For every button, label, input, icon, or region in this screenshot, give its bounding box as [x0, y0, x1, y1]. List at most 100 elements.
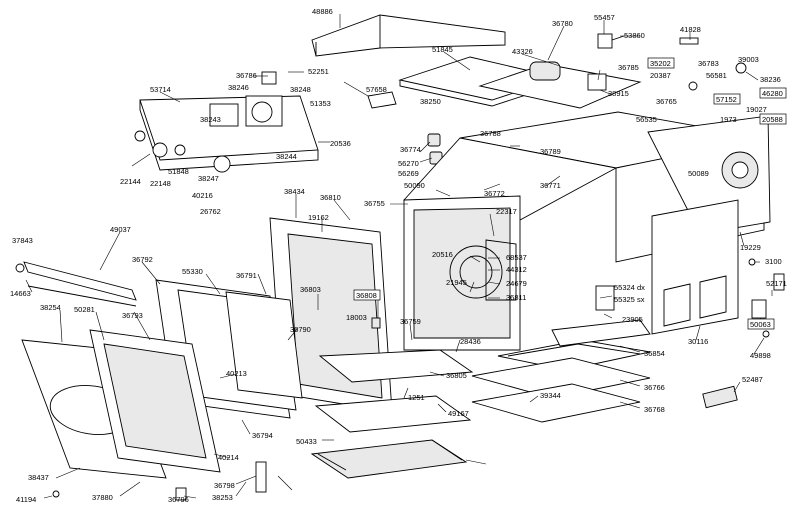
parts-drawing	[15, 14, 785, 501]
bottom-panel-2	[471, 383, 641, 423]
part-label: 38915	[608, 89, 629, 98]
part-label: 51353	[310, 99, 331, 108]
part-label: 20387	[650, 71, 671, 80]
part-label: 21945	[446, 278, 467, 287]
part-label: 43326	[512, 47, 533, 56]
part-label: 56270	[398, 159, 419, 168]
part-label: 52251	[308, 67, 329, 76]
part-label: 52487	[742, 375, 763, 384]
part-label: 56535	[636, 115, 657, 124]
part-label: 19229	[740, 243, 761, 252]
part-label: 50089	[688, 169, 709, 178]
part-label: 30116	[688, 337, 708, 346]
part-label: 36793	[122, 311, 143, 320]
part-label: 20588	[762, 115, 783, 124]
part-label: 22148	[150, 179, 171, 188]
part-label: 36791	[236, 271, 257, 280]
part-label: 40213	[226, 369, 247, 378]
part-label: 19162	[308, 213, 329, 222]
drip-tray	[310, 439, 468, 479]
part-label: 56581	[706, 71, 727, 80]
part-label: 23905	[622, 315, 643, 324]
part-label: 38236	[760, 75, 781, 84]
part-label: 36774	[400, 145, 421, 154]
part-label: 38254	[40, 303, 61, 312]
part-label-box	[647, 57, 675, 69]
part-label: 24679	[506, 279, 527, 288]
part-label: 38250	[420, 97, 441, 106]
part-label: 55325 sx	[614, 295, 645, 304]
part-label: 36792	[132, 255, 153, 264]
part-label: 36768	[644, 405, 665, 414]
part-label: 36759	[400, 317, 421, 326]
part-label: 49898	[750, 351, 771, 360]
part-label: 37880	[92, 493, 113, 502]
top-cover	[311, 14, 506, 57]
part-label: 39003	[738, 55, 759, 64]
part-label-box	[713, 93, 741, 105]
part-label: 38437	[28, 473, 49, 482]
part-label: 22317	[496, 207, 517, 216]
part-label: 50090	[404, 181, 425, 190]
part-label: 28436	[460, 337, 481, 346]
part-label: 36766	[644, 383, 665, 392]
part-label: 20516	[432, 250, 453, 259]
door-handle	[23, 261, 137, 301]
part-label: 49167	[448, 409, 469, 418]
part-label: 38246	[228, 83, 249, 92]
part-label: 36780	[552, 19, 573, 28]
part-label: 39344	[540, 391, 561, 400]
part-label: 36811	[506, 293, 526, 302]
part-label: 36810	[320, 193, 341, 202]
part-label: 36786	[236, 71, 257, 80]
leader-lines	[25, 14, 773, 499]
part-label: 36798	[214, 481, 235, 490]
part-label: 36765	[656, 97, 677, 106]
part-label: 36788	[480, 129, 501, 138]
part-label: 51845	[432, 45, 453, 54]
part-label: 36755	[364, 199, 385, 208]
part-label: 36789	[540, 147, 561, 156]
part-label: 50433	[296, 437, 317, 446]
part-label: 55330	[182, 267, 203, 276]
part-label: 52171	[766, 279, 787, 288]
part-label: 38434	[284, 187, 305, 196]
part-label: 36785	[618, 63, 639, 72]
part-label: 14663	[10, 289, 31, 298]
part-label: 26762	[200, 207, 221, 216]
part-label-box	[747, 318, 775, 330]
part-label: 68537	[506, 253, 527, 262]
part-label: 44312	[506, 265, 527, 274]
part-label: 1251	[408, 393, 425, 402]
part-label: 56269	[398, 169, 419, 178]
part-label: 36796	[168, 495, 189, 504]
part-label-box	[759, 87, 787, 99]
part-label: 19027	[746, 105, 767, 114]
part-label: 36808	[356, 291, 377, 300]
part-label: 50281	[74, 305, 95, 314]
part-label-box	[759, 113, 787, 125]
part-label: 36790	[290, 325, 311, 334]
part-label: 36805	[446, 371, 467, 380]
part-label: 55324 dx	[614, 283, 645, 292]
part-label: 36771	[540, 181, 561, 190]
part-label: 36772	[484, 189, 505, 198]
part-label: 53860	[624, 31, 645, 40]
part-label: 22144	[120, 177, 141, 186]
part-label: 37843	[12, 236, 33, 245]
bottom-panel-1	[471, 357, 651, 399]
inner-glass-3	[225, 291, 303, 399]
part-label: 53714	[150, 85, 171, 94]
fan-motor	[529, 61, 561, 81]
part-label: 40216	[192, 191, 213, 200]
part-label: 48886	[312, 7, 333, 16]
part-label: 38243	[200, 115, 221, 124]
part-label: 1973	[720, 115, 737, 124]
oven-rack-2	[314, 395, 472, 433]
oven-rack-1	[318, 349, 474, 383]
side-panel	[651, 199, 739, 335]
part-label: 57152	[716, 95, 737, 104]
part-label: 55457	[594, 13, 615, 22]
part-label: 38244	[276, 152, 297, 161]
